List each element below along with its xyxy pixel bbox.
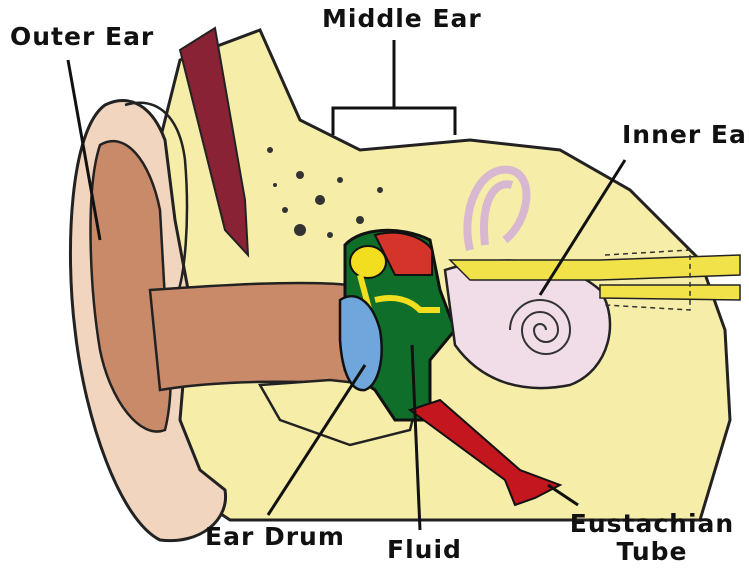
nerve-branch xyxy=(600,285,740,300)
label-middle-ear: Middle Ear xyxy=(322,6,482,31)
label-ear-drum: Ear Drum xyxy=(205,524,345,549)
label-eustachian-line2: Tube xyxy=(566,538,738,566)
ossicle-malleus xyxy=(350,246,386,278)
label-eustachian-line1: Eustachian xyxy=(566,510,738,538)
middle-ear-bracket xyxy=(333,40,455,135)
label-fluid: Fluid xyxy=(387,537,462,562)
label-eustachian-tube: Eustachian Tube xyxy=(566,510,738,566)
ear-canal xyxy=(150,283,360,390)
label-outer-ear: Outer Ear xyxy=(10,24,154,49)
label-inner-ear: Inner Ear xyxy=(622,122,749,147)
